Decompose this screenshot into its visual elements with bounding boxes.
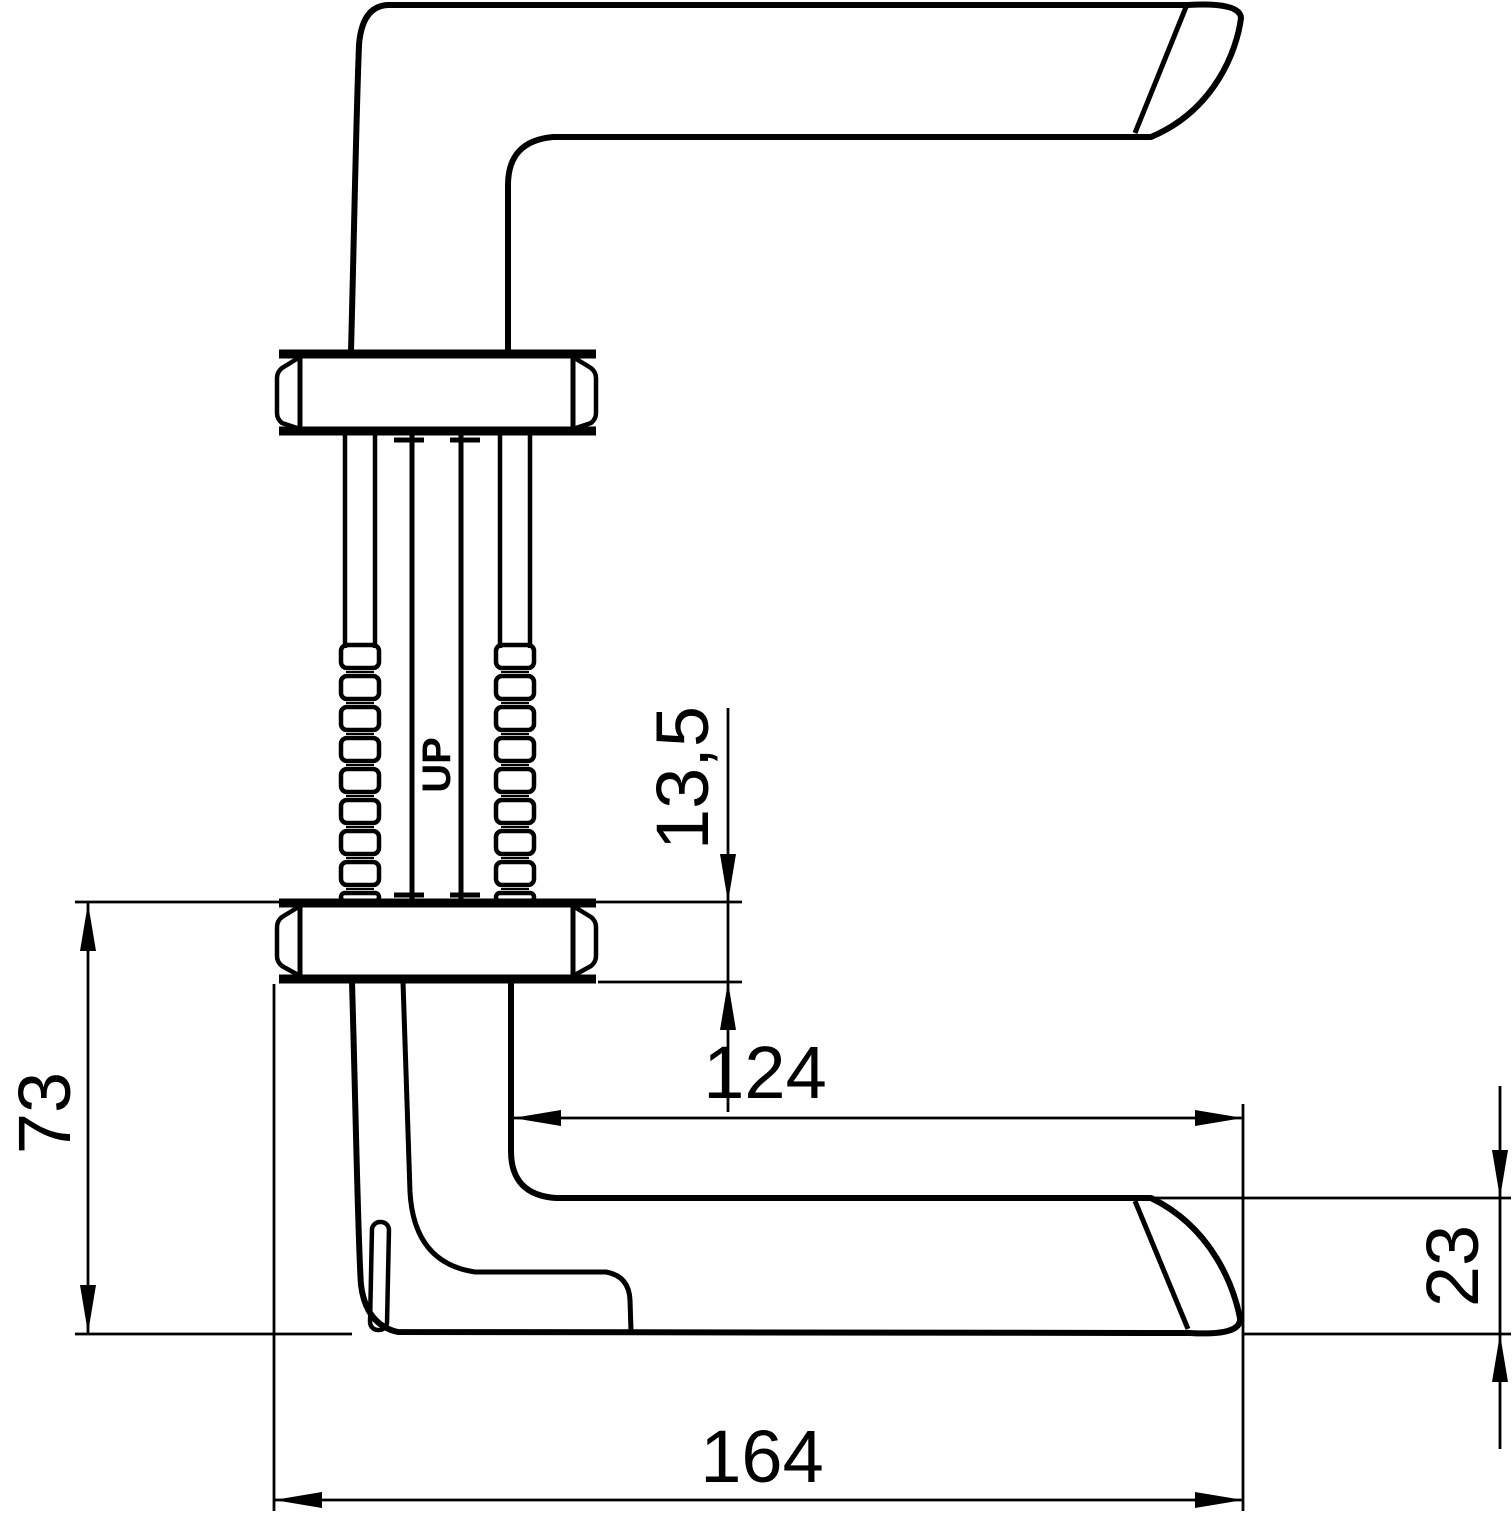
arrowhead-down <box>720 854 736 902</box>
arrowhead-up <box>1492 1334 1508 1382</box>
left-screw-shaft <box>342 434 378 648</box>
spindle-retainer-tabs <box>394 437 480 898</box>
lower-lever <box>349 981 1243 1337</box>
thread-rib <box>493 859 537 888</box>
dimension-value: 73 <box>3 1072 86 1154</box>
thread-rib <box>338 735 382 764</box>
lower-rose-right-cap <box>571 904 599 978</box>
thread-rib <box>338 797 382 826</box>
arrowhead-down <box>1492 1150 1508 1198</box>
dimension-grip-length: 124 <box>513 1031 1245 1511</box>
dimension-value: 124 <box>703 1031 826 1114</box>
arrowhead-left <box>274 1492 322 1508</box>
spindle-up-marking: UP <box>415 737 459 793</box>
thread-rib <box>338 766 382 795</box>
thread-rib <box>338 828 382 857</box>
arrowhead-up <box>80 903 96 951</box>
dimension-value: 164 <box>700 1415 823 1498</box>
thread-rib <box>493 673 537 702</box>
thread-rib <box>493 642 537 671</box>
right-screw-thread <box>493 642 537 904</box>
arrowhead-up <box>720 982 736 1030</box>
dimension-rose-thickness: 13,5 <box>75 706 742 1112</box>
thread-rib <box>493 704 537 733</box>
arrowhead-right <box>1195 1492 1243 1508</box>
dimension-lever-height: 73 <box>3 903 352 1336</box>
thread-rib <box>338 673 382 702</box>
lower-lever-outline <box>349 981 1243 1337</box>
thread-rib <box>338 642 382 671</box>
thread-rib <box>493 797 537 826</box>
right-fixing-screw <box>493 434 537 904</box>
upper-lever <box>348 1 1244 352</box>
left-fixing-screw <box>338 434 382 904</box>
upper-lever-outline <box>348 1 1244 352</box>
upper-lever-tip-chamfer <box>1132 6 1189 134</box>
dimension-value: 13,5 <box>641 706 724 850</box>
left-screw-thread <box>338 642 382 904</box>
upper-rose-right-cap <box>571 355 599 432</box>
thread-rib <box>493 828 537 857</box>
dimension-grip-thickness: 23 <box>1130 1086 1511 1449</box>
thread-rib <box>338 704 382 733</box>
lower-rose-left-cap <box>274 904 302 978</box>
dimension-overall-length: 164 <box>272 984 1243 1511</box>
lower-lever-tip-chamfer <box>1132 1200 1191 1330</box>
lower-rose <box>274 898 599 984</box>
thread-rib <box>493 766 537 795</box>
thread-rib <box>338 859 382 888</box>
thread-root-lines <box>346 671 374 890</box>
upper-rose-left-cap <box>274 355 302 432</box>
spindle: UP <box>394 434 480 900</box>
dimension-value: 23 <box>1411 1225 1494 1307</box>
arrowhead-right <box>1195 1110 1243 1126</box>
arrowhead-left <box>513 1110 561 1126</box>
thread-rib <box>493 735 537 764</box>
upper-rose <box>274 349 599 436</box>
arrowhead-down <box>80 1285 96 1333</box>
right-screw-shaft <box>497 434 533 648</box>
thread-root-lines <box>501 671 529 890</box>
lower-lever-edge-detail <box>367 1219 392 1333</box>
lower-lever-neck-blend-edge <box>400 981 634 1332</box>
